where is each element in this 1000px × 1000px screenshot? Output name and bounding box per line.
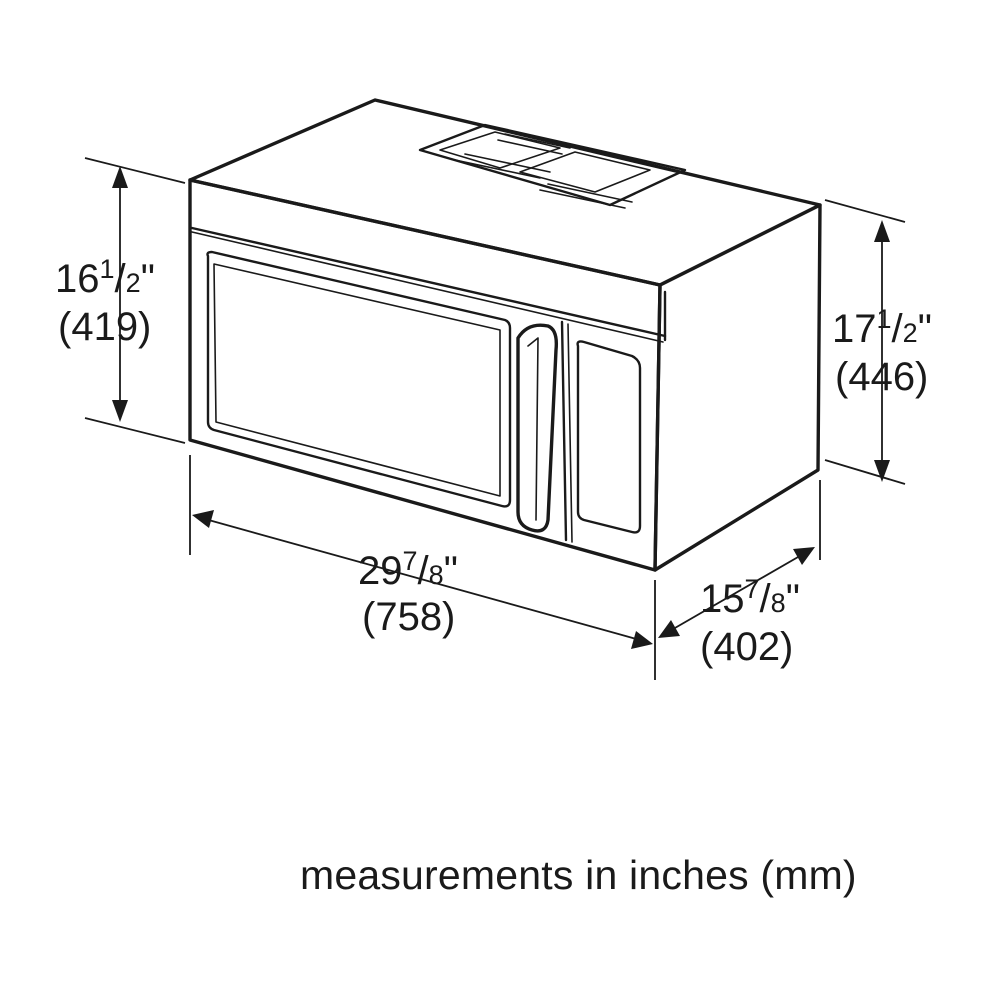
- side-face: [653, 203, 822, 572]
- svg-text:171/2": 171/2": [832, 304, 932, 351]
- label-height-back: 171/2" (446): [832, 304, 932, 399]
- top-vent: [418, 123, 687, 209]
- svg-text:297/8": 297/8": [358, 546, 458, 593]
- width-whole: 29: [358, 549, 403, 593]
- depth-mm: (402): [700, 625, 793, 669]
- label-depth: 157/8" (402): [700, 574, 800, 669]
- width-mm: (758): [362, 595, 455, 639]
- front-top-band: [190, 226, 667, 338]
- svg-text:161/2": 161/2": [55, 254, 155, 301]
- svg-text:157/8": 157/8": [700, 574, 800, 621]
- measurement-caption: measurements in inches (mm): [300, 852, 857, 898]
- height-front-whole: 16: [55, 257, 100, 301]
- dim-height-front: [112, 166, 128, 422]
- door-edge: [560, 320, 568, 542]
- dim-height-back: [874, 220, 890, 482]
- label-height-front: 161/2" (419): [55, 254, 155, 349]
- height-back-whole: 17: [832, 307, 877, 351]
- dim-depth: [658, 547, 815, 638]
- control-panel: [576, 340, 642, 534]
- front-face: [188, 178, 662, 572]
- door-handle: [516, 323, 559, 533]
- height-front-mm: (419): [58, 305, 151, 349]
- extension-lines: [84, 157, 906, 680]
- dim-width: [192, 510, 653, 649]
- height-back-mm: (446): [835, 355, 928, 399]
- microwave-outline: [188, 98, 822, 572]
- door-window: [206, 250, 512, 508]
- label-width: 297/8" (758): [358, 546, 458, 639]
- depth-whole: 15: [700, 577, 745, 621]
- top-face: [188, 98, 822, 287]
